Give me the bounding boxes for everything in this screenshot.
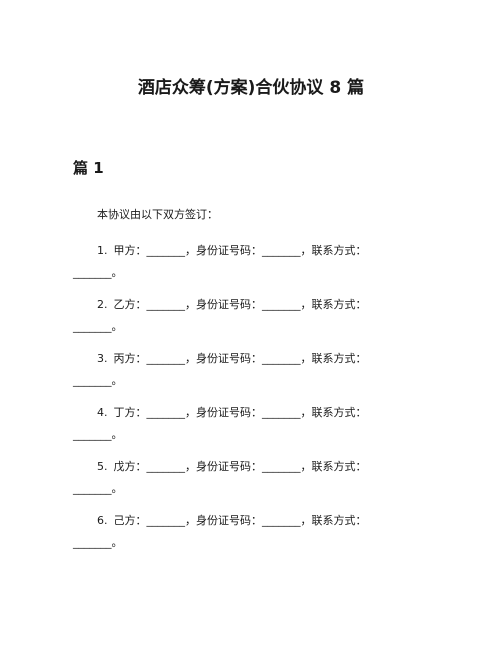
party-continuation: _______。	[73, 428, 123, 441]
party-line: 3. 丙方：_______，身份证号码：_______，联系方式：	[97, 351, 367, 367]
party-text: 乙方：_______，身份证号码：_______，联系方式：	[113, 298, 367, 311]
party-continuation: _______。	[73, 482, 123, 495]
party-continuation: _______。	[73, 320, 123, 333]
party-line: 5. 戊方：_______，身份证号码：_______，联系方式：	[97, 459, 367, 475]
party-number: 2.	[97, 298, 108, 311]
party-text: 丁方：_______，身份证号码：_______，联系方式：	[113, 406, 367, 419]
party-number: 6.	[97, 514, 108, 527]
party-text: 丙方：_______，身份证号码：_______，联系方式：	[113, 352, 367, 365]
intro-paragraph: 本协议由以下双方签订：	[97, 208, 218, 221]
party-continuation: _______。	[73, 536, 123, 549]
section-heading: 篇 1	[73, 159, 104, 177]
party-line: 4. 丁方：_______，身份证号码：_______，联系方式：	[97, 405, 367, 421]
party-line: 2. 乙方：_______，身份证号码：_______，联系方式：	[97, 297, 367, 313]
party-number: 4.	[97, 406, 108, 419]
party-number: 1.	[97, 244, 108, 257]
document-title: 酒店众筹(方案)合伙协议 8 篇	[137, 78, 365, 98]
party-number: 3.	[97, 352, 108, 365]
party-line: 6. 己方：_______，身份证号码：_______，联系方式：	[97, 513, 367, 529]
party-line: 1. 甲方：_______，身份证号码：_______，联系方式：	[97, 243, 367, 259]
party-continuation: _______。	[73, 374, 123, 387]
party-continuation: _______。	[73, 266, 123, 279]
party-text: 戊方：_______，身份证号码：_______，联系方式：	[113, 460, 367, 473]
party-number: 5.	[97, 460, 108, 473]
party-text: 己方：_______，身份证号码：_______，联系方式：	[113, 514, 367, 527]
party-text: 甲方：_______，身份证号码：_______，联系方式：	[113, 244, 367, 257]
